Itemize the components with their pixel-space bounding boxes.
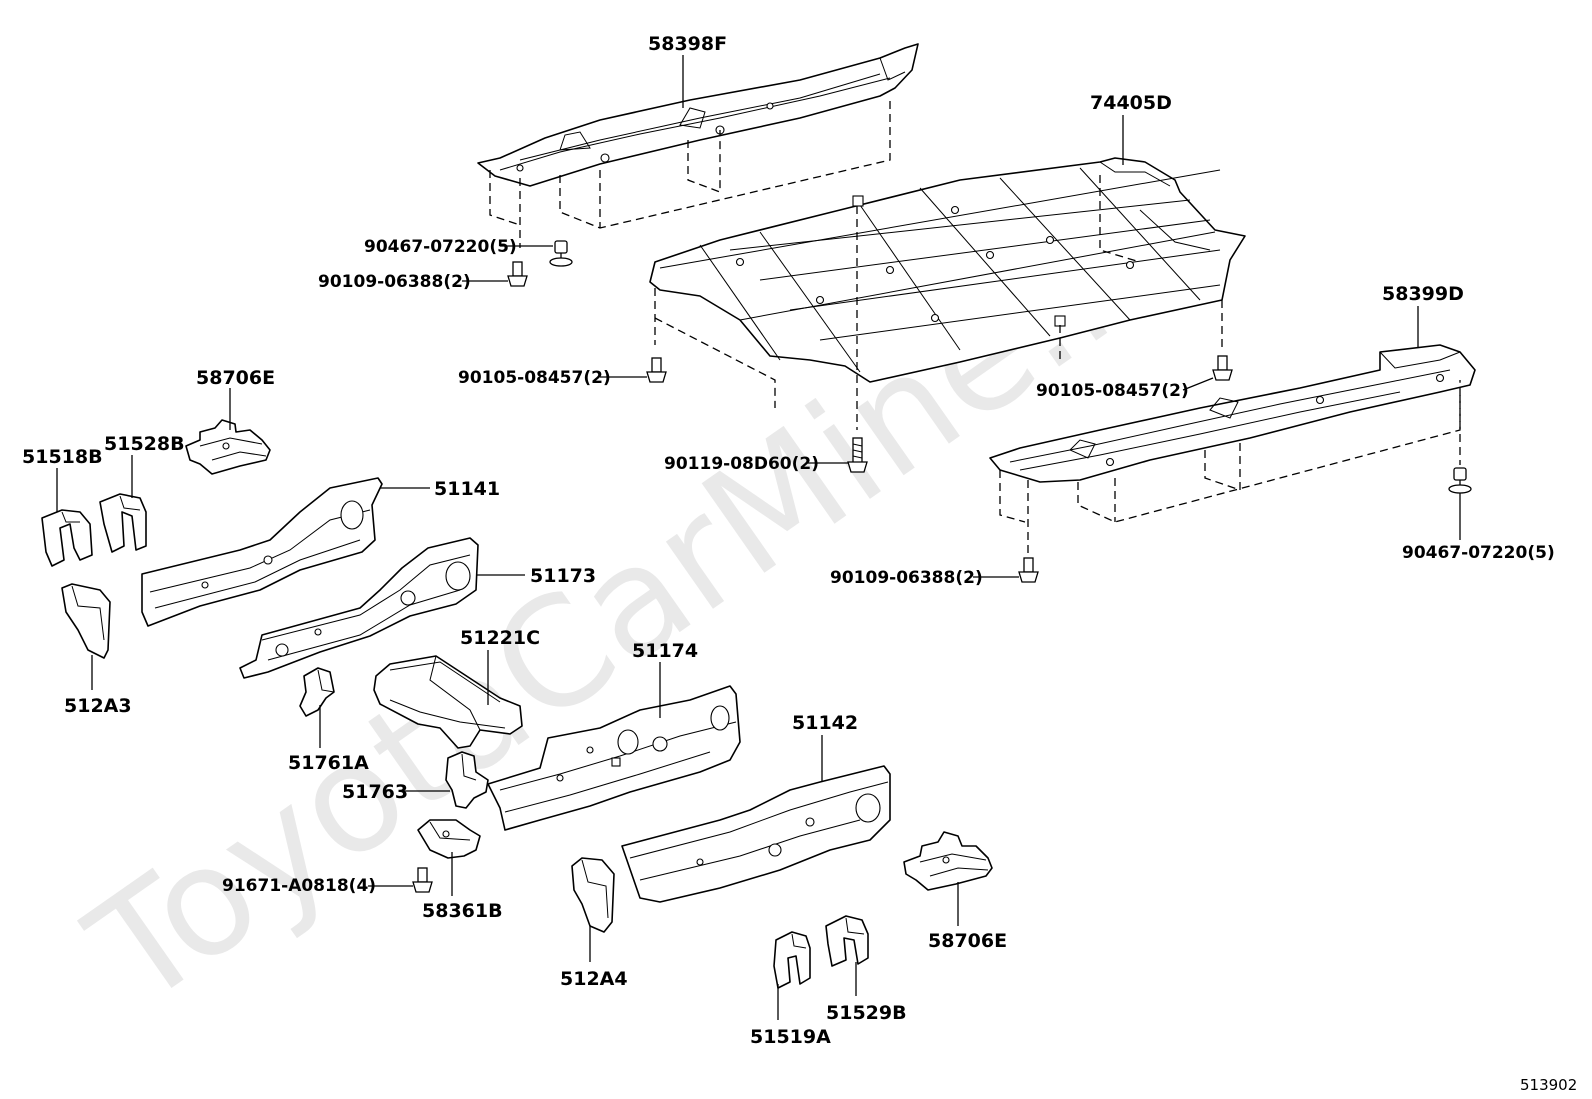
label-51174: 51174: [632, 640, 698, 662]
label-90119-08D60: 90119-08D60(2): [664, 454, 819, 474]
part-51173[interactable]: [239, 537, 479, 679]
label-51519A: 51519A: [750, 1026, 831, 1048]
bolt-90105-b[interactable]: [1212, 355, 1233, 381]
part-58361B[interactable]: [417, 819, 481, 859]
label-58706E-top: 58706E: [196, 367, 275, 389]
label-90105-08457-a: 90105-08457(2): [458, 368, 611, 388]
label-90467-07220-a: 90467-07220(5): [364, 237, 517, 257]
label-512A3: 512A3: [64, 695, 132, 717]
clip-90467-b[interactable]: [1448, 467, 1472, 494]
part-58399D[interactable]: [989, 344, 1476, 483]
label-51528B: 51528B: [104, 433, 185, 455]
part-51174[interactable]: [487, 685, 741, 831]
part-74405D[interactable]: [649, 157, 1246, 383]
part-58398F[interactable]: [477, 43, 919, 187]
label-51761A: 51761A: [288, 752, 369, 774]
label-51142: 51142: [792, 712, 858, 734]
part-51141[interactable]: [141, 477, 383, 627]
diagram-code: 513902: [1520, 1076, 1577, 1094]
bolt-90109-b[interactable]: [1018, 557, 1039, 583]
part-51763[interactable]: [445, 751, 489, 809]
bolt-90105-a[interactable]: [646, 357, 667, 383]
label-74405D: 74405D: [1090, 92, 1172, 114]
part-51142[interactable]: [621, 765, 891, 903]
part-51518B[interactable]: [41, 509, 93, 567]
bolt-90119[interactable]: [847, 437, 868, 473]
label-51141: 51141: [434, 478, 500, 500]
label-58399D: 58399D: [1382, 283, 1464, 305]
dashed-guides-58398F: [489, 100, 891, 248]
label-58398F: 58398F: [648, 33, 727, 55]
label-90105-08457-b: 90105-08457(2): [1036, 381, 1189, 401]
part-58706E-top[interactable]: [185, 419, 271, 475]
bolt-90109-a[interactable]: [507, 261, 528, 287]
label-91671-A0818: 91671-A0818(4): [222, 876, 376, 896]
label-51763: 51763: [342, 781, 408, 803]
label-90109-06388-b: 90109-06388(2): [830, 568, 983, 588]
label-512A4: 512A4: [560, 968, 628, 990]
part-51761A[interactable]: [299, 667, 335, 717]
dashed-guides-58399D: [999, 380, 1461, 555]
label-90467-07220-b: 90467-07220(5): [1402, 543, 1555, 563]
bolt-91671[interactable]: [412, 867, 433, 893]
label-51518B: 51518B: [22, 446, 103, 468]
part-58706E-bottom[interactable]: [903, 831, 993, 891]
dashed-guides-74405D: [654, 175, 1223, 430]
part-512A4[interactable]: [571, 857, 615, 933]
label-51529B: 51529B: [826, 1002, 907, 1024]
label-58706E-bottom: 58706E: [928, 930, 1007, 952]
label-58361B: 58361B: [422, 900, 503, 922]
label-51221C: 51221C: [460, 627, 540, 649]
label-90109-06388-a: 90109-06388(2): [318, 272, 471, 292]
part-51221C[interactable]: [373, 655, 523, 749]
part-51529B[interactable]: [825, 915, 869, 967]
part-51528B[interactable]: [99, 493, 147, 553]
label-51173: 51173: [530, 565, 596, 587]
part-512A3[interactable]: [61, 583, 111, 659]
part-51519A[interactable]: [773, 931, 811, 989]
clip-90467-a[interactable]: [549, 240, 573, 267]
